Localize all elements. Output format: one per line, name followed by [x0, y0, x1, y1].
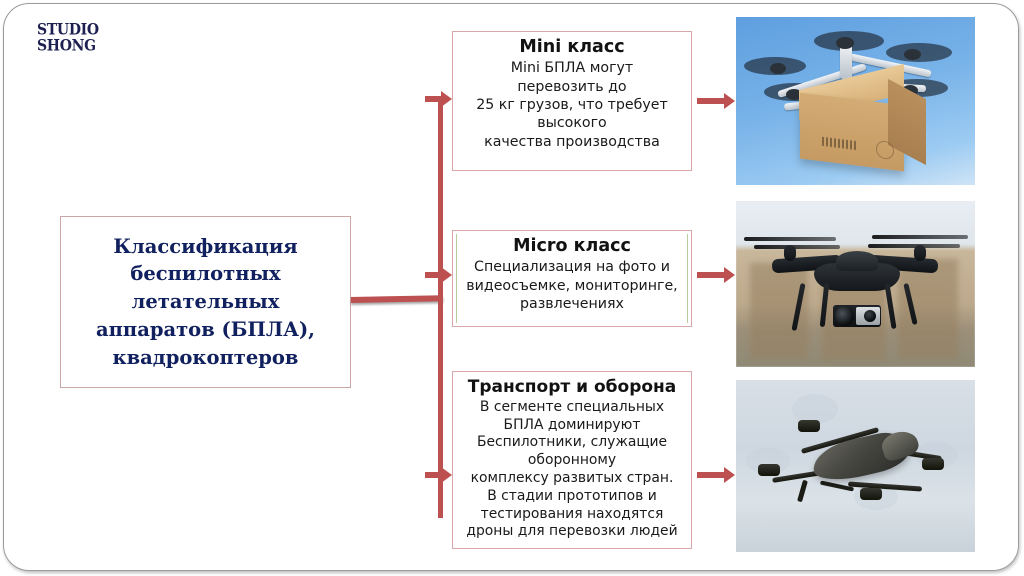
- connector-horizontal: [350, 295, 444, 303]
- arrow-to-node-1: [425, 91, 452, 107]
- delivery-drone-illustration: [736, 17, 975, 185]
- arrow-to-node-2: [425, 267, 452, 283]
- node-transport-body: В сегменте специальных БПЛА доминируют Б…: [466, 398, 678, 540]
- logo-line-1: STUDIO: [37, 20, 99, 40]
- camera-quadcopter-illustration: [736, 201, 975, 367]
- connector-vertical-trunk: [438, 96, 443, 518]
- node-micro-heading: Micro класс: [513, 236, 631, 256]
- arrow-to-photo-1: [697, 93, 735, 109]
- photo-camera-quadcopter: [736, 201, 975, 367]
- arrow-to-photo-2: [697, 267, 735, 283]
- node-micro-class: Micro класс Специализация на фото и виде…: [452, 230, 692, 327]
- photo-delivery-drone: [736, 17, 975, 185]
- military-quadcopter-illustration: [736, 380, 975, 552]
- node-micro-body: Специализация на фото и видеосъемке, мон…: [466, 259, 678, 312]
- node-transport-heading: Транспорт и оборона: [467, 377, 677, 397]
- main-title-box: Классификация беспилотных летательных ап…: [60, 216, 351, 388]
- logo-line-2: SHONG: [37, 36, 96, 55]
- node-mini-class: Mini класс Mini БПЛА могут перевозить до…: [452, 31, 692, 171]
- node-transport-defence: Транспорт и оборона В сегменте специальн…: [452, 371, 692, 549]
- arrow-to-node-3: [425, 467, 452, 483]
- node-mini-body: Mini БПЛА могут перевозить до 25 кг груз…: [476, 60, 668, 150]
- page-title: Классификация беспилотных летательных ап…: [96, 234, 315, 369]
- photo-military-quadcopter: [736, 380, 975, 552]
- node-mini-heading: Mini класс: [519, 37, 625, 57]
- arrow-to-photo-3: [697, 467, 735, 483]
- studio-shong-logo: STUDIO SHONG: [37, 20, 117, 68]
